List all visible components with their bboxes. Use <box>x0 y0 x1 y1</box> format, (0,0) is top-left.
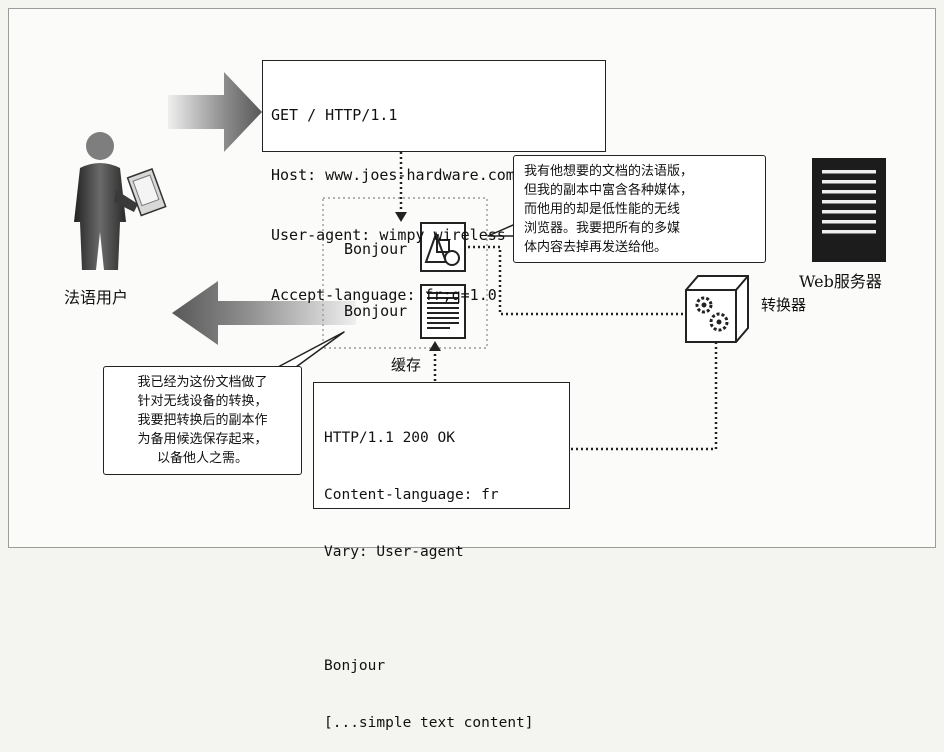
request-line: GET / HTTP/1.1 <box>271 106 398 124</box>
gears-icon <box>685 275 749 343</box>
response-line <box>324 600 559 619</box>
request-line: Host: www.joes-hardware.com <box>271 166 515 184</box>
server-label: Web服务器 <box>799 272 882 291</box>
response-line: HTTP/1.1 200 OK <box>324 430 455 446</box>
bonjour-text-label: Bonjour <box>344 302 408 320</box>
cache-note-line: 以备他人之需。 <box>156 451 248 466</box>
server-note-line: 而他用的却是低性能的无线 <box>524 202 681 217</box>
response-line: [...simple text content] <box>324 715 534 731</box>
bonjour-rich-label: Bonjour <box>344 240 408 258</box>
diagram-graphics <box>74 72 886 451</box>
converter-label: 转换器 <box>761 296 807 314</box>
response-line: Bonjour <box>324 658 386 674</box>
cache-note-line: 为备用候选保存起来， <box>137 432 268 447</box>
shapes-document-icon <box>420 222 466 272</box>
user-label: 法语用户 <box>64 288 129 307</box>
server-note-line: 浏览器。我要把所有的多媒 <box>524 221 681 236</box>
cache-note-line: 我已经为这份文档做了 <box>137 375 268 390</box>
response-line: Content-language: fr <box>324 487 499 503</box>
server-note-line: 体内容去掉再发送给他。 <box>524 240 668 255</box>
response-arrow <box>172 281 356 345</box>
cache-boundary <box>322 197 488 349</box>
server-note-line: 我有他想要的文档的法语版， <box>524 164 694 179</box>
cache-note-line: 我要把转换后的副本作 <box>137 413 268 428</box>
http-request-box: GET / HTTP/1.1 Host: www.joes-hardware.c… <box>262 60 606 304</box>
request-arrow <box>168 72 262 152</box>
cache-label: 缓存 <box>391 356 422 374</box>
server-icon <box>812 158 886 262</box>
server-note-callout: 我有他想要的文档的法语版， 但我的副本中富含各种媒体， 而他用的却是低性能的无线… <box>513 155 766 263</box>
cache-note-callout: 我已经为这份文档做了 针对无线设备的转换， 我要把转换后的副本作 为备用候选保存… <box>103 366 302 475</box>
response-line: Vary: User-agent <box>324 544 464 560</box>
text-document-icon <box>420 284 466 339</box>
server-note-line: 但我的副本中富含各种媒体， <box>524 183 694 198</box>
cache-note-line: 针对无线设备的转换， <box>137 394 268 409</box>
request-line: Accept-language: fr;q=1.0 <box>271 286 497 304</box>
http-response-box: HTTP/1.1 200 OK Content-language: fr Var… <box>313 382 570 731</box>
connector-arrowheads <box>395 212 441 351</box>
user-with-tablet-icon <box>74 132 167 270</box>
dotted-connectors <box>399 152 718 451</box>
